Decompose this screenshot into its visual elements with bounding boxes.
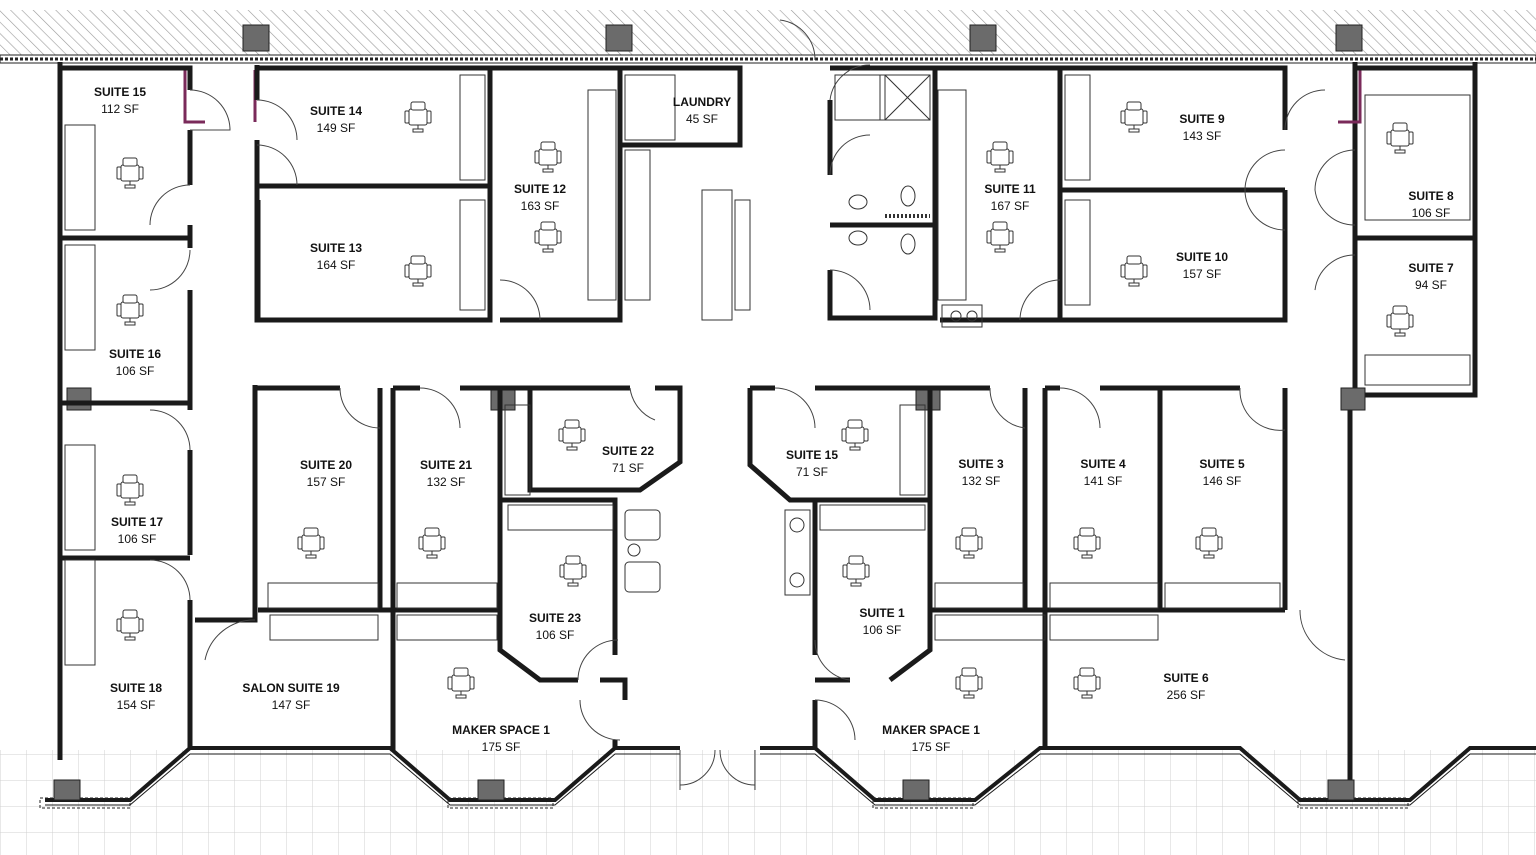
north-exterior-hatch bbox=[0, 10, 1536, 58]
washer-icon bbox=[950, 310, 962, 322]
sink-icon bbox=[848, 230, 868, 246]
toilet-icon bbox=[900, 185, 916, 207]
doors bbox=[149, 19, 1356, 790]
toilet-icon bbox=[900, 233, 916, 255]
built-ins bbox=[64, 74, 1471, 666]
washer-icon bbox=[966, 310, 978, 322]
restroom-fixtures bbox=[848, 74, 978, 322]
exterior-walls bbox=[57, 62, 1478, 780]
south-exterior-grid bbox=[0, 750, 1536, 855]
sink-icon bbox=[848, 194, 868, 210]
north-window-strip bbox=[0, 54, 1536, 64]
shower-icon bbox=[884, 74, 931, 121]
floor-area bbox=[55, 60, 1485, 750]
interior-walls bbox=[60, 65, 1475, 750]
